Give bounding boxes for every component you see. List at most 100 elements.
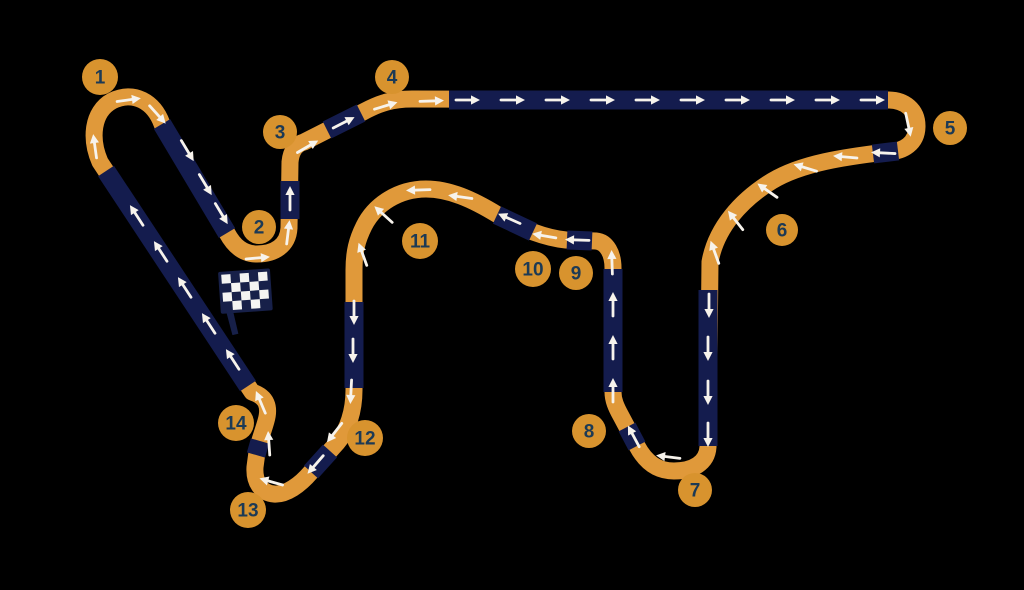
start-finish-flag-icon: [218, 268, 273, 336]
direction-arrow-icon: [499, 95, 525, 105]
direction-arrow-icon: [814, 95, 840, 105]
direction-arrow-icon: [544, 95, 570, 105]
direction-arrow-icon: [283, 220, 294, 246]
flag-check: [250, 299, 261, 309]
corner-badge-8: 8: [572, 414, 606, 448]
flag-check: [259, 289, 269, 300]
corner-badge-circle: [218, 405, 254, 441]
direction-arrow-icon: [859, 95, 885, 105]
direction-arrow-icon: [129, 205, 145, 227]
corner-badge-label: 5: [945, 119, 956, 140]
corner-badge-circle: [263, 115, 297, 149]
flag-pole: [225, 309, 239, 336]
direction-arrow-icon: [608, 292, 618, 318]
corner-badge-label: 4: [387, 68, 398, 89]
corner-badge-4: 4: [375, 60, 409, 94]
flag-check: [221, 274, 232, 284]
direction-arrow-icon: [115, 94, 141, 104]
corner-badge-3: 3: [263, 115, 297, 149]
track-sector-navy-14: [246, 438, 270, 458]
corner-badge-circle: [82, 59, 118, 95]
corner-badge-13: 13: [230, 492, 266, 528]
direction-arrow-icon: [148, 104, 166, 124]
direction-arrow-icon: [374, 206, 394, 224]
direction-arrow-icon: [357, 242, 369, 267]
direction-arrow-icon: [225, 349, 241, 371]
direction-arrow-icon: [608, 335, 618, 361]
direction-arrow-icon: [348, 337, 358, 363]
direction-arrow-icon: [793, 162, 818, 173]
corner-badge-2: 2: [242, 210, 276, 244]
direction-arrow-icon: [703, 421, 713, 447]
direction-arrow-icon: [373, 100, 398, 111]
corner-badge-circle: [230, 492, 266, 528]
direction-arrow-icon: [871, 148, 897, 158]
corner-badge-label: 1: [95, 68, 106, 89]
corner-badge-label: 13: [237, 501, 258, 522]
corner-badge-circle: [766, 214, 798, 246]
corner-badge-5: 5: [933, 111, 967, 145]
direction-arrow-icon: [326, 421, 344, 443]
corner-badge-7: 7: [678, 473, 712, 507]
corner-badge-circle: [933, 111, 967, 145]
corner-badge-circle: [559, 256, 593, 290]
direction-arrow-icon: [153, 241, 169, 263]
direction-arrow-icon: [177, 277, 193, 299]
direction-arrow-icon: [498, 213, 522, 225]
direction-arrow-icon: [679, 95, 705, 105]
direction-arrow-icon: [607, 250, 617, 276]
direction-arrow-icon: [532, 230, 558, 240]
direction-arrow-icon: [833, 152, 859, 162]
direction-arrow-icon: [307, 454, 325, 474]
direction-arrow-icon: [727, 210, 745, 232]
corner-badge-11: 11: [402, 223, 438, 259]
direction-arrow-icon: [704, 292, 714, 318]
direction-arrow-icon: [608, 378, 618, 404]
direction-arrow-icon: [769, 95, 795, 105]
corner-badge-14: 14: [218, 405, 254, 441]
corner-badge-label: 11: [410, 232, 431, 253]
direction-arrow-icon: [255, 391, 267, 415]
direction-arrow-icon: [296, 140, 319, 154]
direction-arrow-icon: [656, 451, 682, 462]
direction-arrow-icon: [904, 111, 914, 137]
corner-badge-circle: [678, 473, 712, 507]
corner-badge-label: 7: [690, 481, 701, 502]
corner-badge-label: 9: [571, 264, 582, 285]
corner-badge-circle: [242, 210, 276, 244]
direction-arrow-icon: [201, 313, 217, 335]
direction-arrow-icon: [349, 299, 359, 325]
direction-arrow-icon: [454, 95, 480, 105]
flag-check: [222, 292, 233, 302]
direction-arrow-icon: [264, 431, 274, 457]
flag-check: [240, 290, 251, 301]
corner-badge-6: 6: [766, 214, 798, 246]
direction-arrow-icon: [418, 96, 444, 106]
direction-arrow-icon: [285, 186, 295, 212]
direction-arrow-icon: [709, 240, 721, 265]
direction-arrow-icon: [589, 95, 615, 105]
direction-arrow-icon: [448, 191, 474, 201]
flag-check: [239, 272, 250, 283]
direction-arrow-icon: [89, 134, 99, 160]
flag-check: [231, 282, 241, 293]
corner-badge-label: 14: [225, 414, 247, 435]
track-base-loop: [85, 88, 926, 503]
flag-check: [232, 300, 243, 311]
direction-arrow-icon: [703, 379, 713, 405]
corner-badge-circle: [347, 420, 383, 456]
flag-check: [249, 281, 260, 291]
corner-badge-circle: [402, 223, 438, 259]
corner-badge-circle: [515, 251, 551, 287]
direction-arrow-icon: [565, 235, 591, 245]
direction-arrow-icon: [703, 335, 713, 361]
direction-arrow-icon: [627, 425, 641, 449]
corner-badge-label: 6: [777, 221, 788, 242]
corner-badge-label: 3: [275, 123, 286, 144]
direction-arrow-icon: [634, 95, 660, 105]
corner-badge-1: 1: [82, 59, 118, 95]
corner-badge-label: 10: [522, 260, 543, 281]
direction-arrow-icon: [213, 202, 228, 225]
